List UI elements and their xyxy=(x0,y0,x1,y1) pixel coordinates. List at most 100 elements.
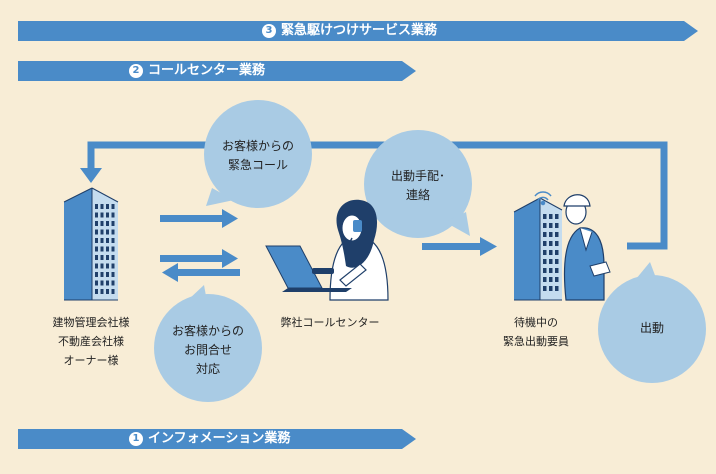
building-window xyxy=(95,229,98,235)
building-window xyxy=(100,272,104,277)
building-window xyxy=(100,246,104,252)
building-window xyxy=(555,268,559,273)
bubble-dispatch xyxy=(364,130,472,238)
caption-standby-staff: 待機中の 緊急出動要員 xyxy=(503,316,569,348)
building-window xyxy=(100,280,104,286)
band-number: 3 xyxy=(262,24,276,38)
building-window xyxy=(543,286,547,291)
building-window xyxy=(111,204,115,209)
building-window xyxy=(100,221,104,226)
band-label: 緊急駆けつけサービス業務 xyxy=(281,23,438,38)
building-window xyxy=(106,280,109,286)
building-window xyxy=(95,289,98,294)
signal-icon xyxy=(534,191,552,206)
building-window xyxy=(555,250,559,255)
building-window xyxy=(106,246,109,252)
building-window xyxy=(543,214,547,219)
building-window xyxy=(549,232,553,237)
building-window xyxy=(95,272,98,277)
band-label: インフォメーション業務 xyxy=(148,431,291,446)
band-call-center: 2 コールセンター業務 xyxy=(18,61,416,81)
building-window xyxy=(95,263,98,269)
bubble-customer-call xyxy=(204,100,312,208)
call-center-operator-icon xyxy=(329,199,389,301)
building-window xyxy=(100,238,104,243)
building-window xyxy=(100,229,104,235)
building-window xyxy=(95,255,98,260)
building-window xyxy=(95,212,98,218)
building-window xyxy=(549,214,553,219)
building-window xyxy=(100,263,104,269)
loop-arrowhead xyxy=(80,168,102,183)
building-window xyxy=(100,212,104,218)
building-window xyxy=(543,259,547,264)
building-window xyxy=(111,221,115,226)
building-window xyxy=(549,250,553,255)
bubble-text-departure: 出動 xyxy=(639,321,664,335)
building-window xyxy=(543,223,547,228)
band-information: 1 インフォメーション業務 xyxy=(18,429,416,449)
building-window xyxy=(549,277,553,282)
bubble-text-customer-call: お客様からの 緊急コール xyxy=(221,139,294,172)
band-number: 1 xyxy=(129,432,143,446)
request-arrow-1 xyxy=(160,209,238,228)
building-window xyxy=(555,214,559,219)
bubble-departure xyxy=(598,262,706,383)
building-window xyxy=(106,263,109,269)
building-window xyxy=(106,255,109,260)
building-window xyxy=(111,289,115,294)
building-window xyxy=(555,286,559,291)
building-window xyxy=(549,259,553,264)
caption-owners: 建物管理会社様 不動産会社様 オーナー様 xyxy=(52,316,130,367)
building-window xyxy=(106,289,109,294)
band-number: 2 xyxy=(129,64,143,78)
bubble-text-dispatch: 出動手配･ 連絡 xyxy=(390,169,445,202)
building-window xyxy=(111,280,115,286)
building-window xyxy=(95,221,98,226)
building-window xyxy=(111,272,115,277)
bubble-text-inquiry: お客様からの お問合せ 対応 xyxy=(171,324,244,376)
laptop-icon xyxy=(265,245,352,292)
building-window xyxy=(549,268,553,273)
building-window xyxy=(111,246,115,252)
building-window xyxy=(543,268,547,273)
building-window xyxy=(100,204,104,209)
building-window xyxy=(100,255,104,260)
request-arrow-2 xyxy=(160,249,238,268)
building-window xyxy=(106,238,109,243)
building-window xyxy=(549,241,553,246)
security-guard-icon xyxy=(563,194,611,301)
building-window xyxy=(555,277,559,282)
building-window xyxy=(543,250,547,255)
building-window xyxy=(543,277,547,282)
band-emergency-dispatch: 3 緊急駆けつけサービス業務 xyxy=(18,21,698,41)
building-window xyxy=(106,221,109,226)
building-window xyxy=(111,255,115,260)
response-arrow xyxy=(162,263,240,282)
building-window xyxy=(543,232,547,237)
building-window xyxy=(106,272,109,277)
building-window xyxy=(555,241,559,246)
building-window xyxy=(555,232,559,237)
building-window xyxy=(543,241,547,246)
building-window xyxy=(111,212,115,218)
dispatch-arrow xyxy=(422,237,497,256)
office-building-icon xyxy=(63,187,119,301)
building-window xyxy=(111,229,115,235)
building-window xyxy=(95,246,98,252)
building-window xyxy=(95,280,98,286)
building-window xyxy=(555,223,559,228)
building-window xyxy=(549,223,553,228)
building-window xyxy=(549,286,553,291)
building-window xyxy=(111,238,115,243)
band-label: コールセンター業務 xyxy=(148,63,266,78)
standby-building-icon xyxy=(513,197,563,301)
dispatch-loop-line xyxy=(80,141,668,250)
building-window xyxy=(95,204,98,209)
building-window xyxy=(95,238,98,243)
building-window xyxy=(111,263,115,269)
building-window xyxy=(106,204,109,209)
building-window xyxy=(555,259,559,264)
